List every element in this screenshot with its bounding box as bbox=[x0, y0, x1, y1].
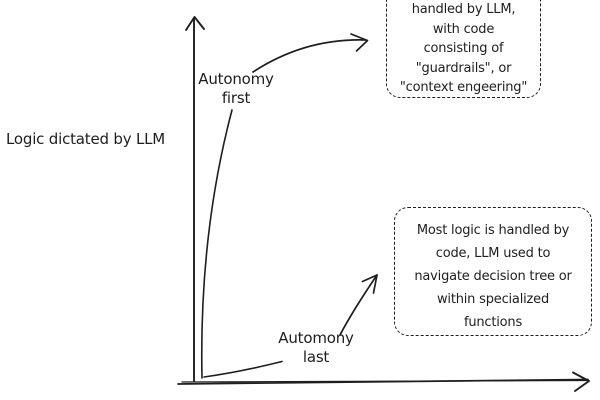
top-callout-line: handled by LLM, bbox=[411, 2, 516, 17]
automony-last-label-line2: last bbox=[302, 348, 330, 366]
autonomy-first-label-line2: first bbox=[221, 89, 251, 107]
bottom-callout-line: code, LLM used to bbox=[435, 246, 551, 261]
top-callout-line: "context engeering" bbox=[399, 80, 528, 95]
x-axis-line-overdraw bbox=[181, 379, 588, 383]
autonomy-first-label-line1: Autonomy bbox=[198, 70, 274, 88]
top-callout-box: handled by LLM, with code consisting of … bbox=[386, 0, 541, 98]
top-callout-line: "guardrails", or bbox=[415, 60, 512, 76]
automony-last-label: Automony last bbox=[271, 329, 361, 367]
top-callout-line: consisting of bbox=[423, 41, 504, 56]
bottom-callout-box: Most logic is handled by code, LLM used … bbox=[394, 207, 592, 336]
automony-last-curve bbox=[203, 360, 283, 378]
autonomy-first-label: Autonomy first bbox=[190, 70, 282, 108]
x-axis-arrowhead-icon bbox=[572, 371, 590, 392]
bottom-callout-line: Most logic is handled by bbox=[416, 223, 570, 238]
y-axis-label: Logic dictated by LLM bbox=[6, 130, 166, 148]
y-axis-arrowhead-icon bbox=[185, 16, 205, 31]
bottom-callout-arrow bbox=[339, 274, 378, 336]
autonomy-first-curve bbox=[200, 109, 233, 379]
bottom-callout-line: functions bbox=[463, 315, 523, 330]
top-callout-arrow bbox=[252, 39, 367, 73]
bottom-callout-arrowhead-icon bbox=[361, 274, 378, 294]
top-callout-arrowhead-icon bbox=[350, 33, 369, 52]
bottom-callout-line: within specialized bbox=[436, 292, 549, 307]
bottom-callout-line: navigate decision tree or bbox=[414, 269, 572, 284]
automony-last-label-line1: Automony bbox=[278, 329, 354, 347]
top-callout-line: with code bbox=[432, 21, 495, 37]
